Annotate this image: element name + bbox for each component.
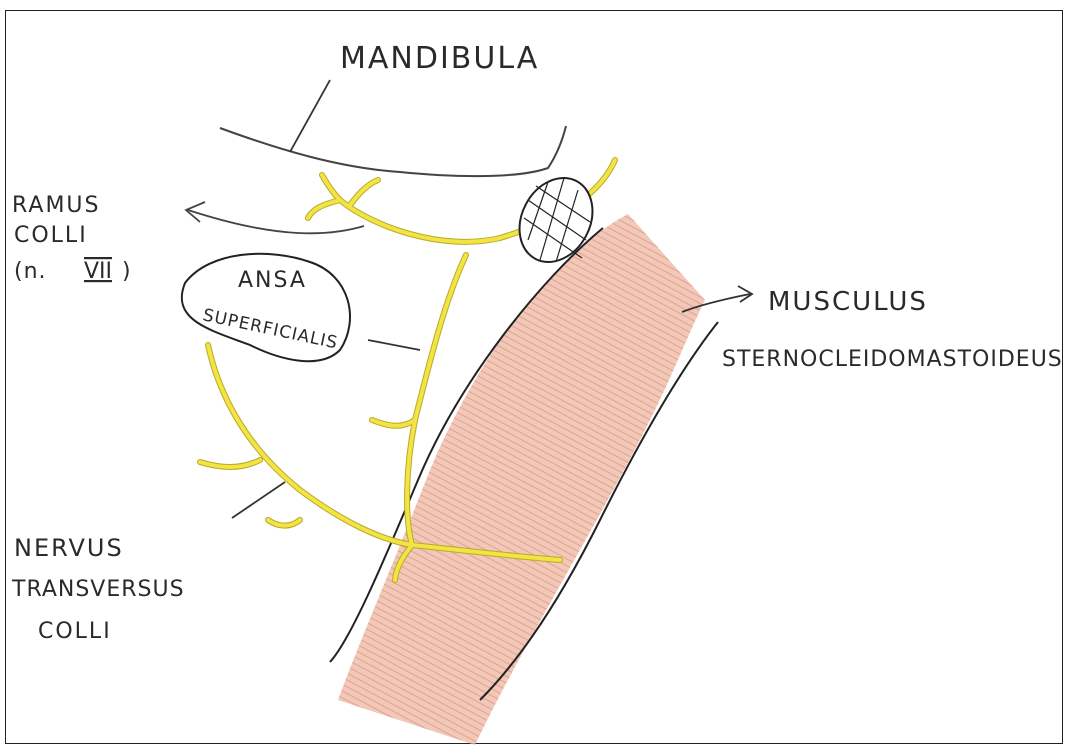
musculus-label: MUSCULUS <box>768 287 928 317</box>
nerve-number-prefix: (n. <box>14 259 47 284</box>
sternocleidomastoid-muscle <box>330 214 718 745</box>
ramus-label: RAMUS <box>12 193 101 218</box>
transversus-label: TRANSVERSUS <box>11 577 185 602</box>
nervus-pointer-line <box>232 482 285 518</box>
mandibula-label: MANDIBULA <box>340 41 539 76</box>
ramus-colli-arrow <box>186 202 364 233</box>
colli-label: COLLI <box>14 223 88 248</box>
sternocleidomastoideus-label: STERNOCLEIDOMASTOIDEUS <box>722 347 1063 372</box>
nervus-colli-label: COLLI <box>38 619 112 644</box>
mandible-outline <box>220 80 566 176</box>
ansa-label: ANSA <box>238 268 307 293</box>
nervus-label: NERVUS <box>14 534 124 562</box>
nerve-number-suffix: ) <box>122 259 131 284</box>
mandibula-pointer-line <box>290 80 330 152</box>
nerve-number-roman: VII <box>84 259 112 284</box>
